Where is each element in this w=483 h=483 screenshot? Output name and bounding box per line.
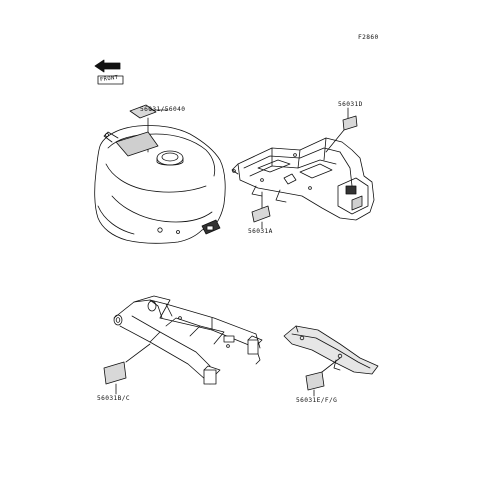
figure-code: F2860	[358, 34, 379, 41]
decal-tank	[129, 104, 157, 119]
label-fender-upper: 56031D	[338, 101, 363, 108]
front-arrow-icon	[94, 59, 124, 85]
fuel-valve	[201, 219, 221, 235]
decal-swingarm	[103, 361, 127, 385]
label-fender-lower: 56031A	[248, 228, 273, 235]
rear-fender	[231, 107, 375, 229]
decal-chain-guard	[305, 371, 325, 391]
decal-fender-lower	[251, 205, 271, 223]
leader-swingarm	[125, 343, 151, 363]
label-chain-guard: 56031E/F/G	[296, 397, 338, 404]
label-swingarm: 56031B/C	[97, 395, 131, 402]
fuel-tank	[94, 104, 226, 244]
leader-chain-guard	[321, 357, 341, 373]
decal-fender-upper	[342, 115, 358, 131]
label-tank: 56031/56040	[140, 106, 186, 113]
chain-guard	[283, 325, 379, 397]
swingarm	[103, 295, 263, 395]
